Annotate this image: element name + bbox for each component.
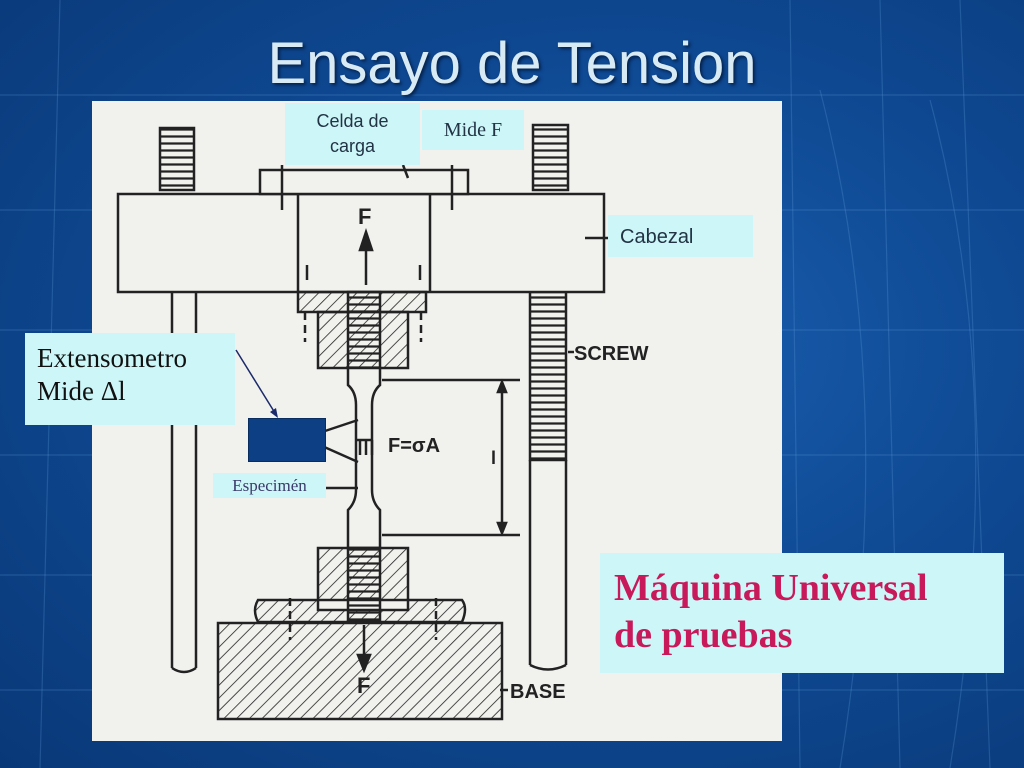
measures-force-label: Mide F [422,110,524,150]
extensometer-label-line2: Mide Δl [37,376,126,406]
extensometer-block [248,418,326,462]
load-cell [258,168,470,196]
universal-machine-label-line2: de pruebas [614,614,793,656]
base [216,621,504,721]
load-cell-label-line2: carga [329,136,376,156]
universal-machine-label: Máquina Universal de pruebas [600,553,1004,673]
gauge-length-label: l [491,448,496,468]
extensometer-label-line1: Extensometro [37,343,187,373]
specimen [346,366,382,550]
extensometer-label: Extensometro Mide Δl [25,333,235,425]
load-cell-label-line1: Celda de [316,111,389,131]
crosshead-label: Cabezal [608,215,753,257]
slide-title: Ensayo de Tension [267,31,757,96]
load-cell-label: Celda de carga [285,103,420,165]
screw-label: SCREW [574,343,649,365]
right-screw [528,123,570,671]
universal-machine-label-line1: Máquina Universal [614,567,928,609]
force-bottom-label: F [357,673,370,698]
base-label: BASE [510,681,566,703]
specimen-label: Especimén [213,473,326,498]
formula-label: F=σA [388,435,440,457]
force-top-label: F [358,204,371,229]
